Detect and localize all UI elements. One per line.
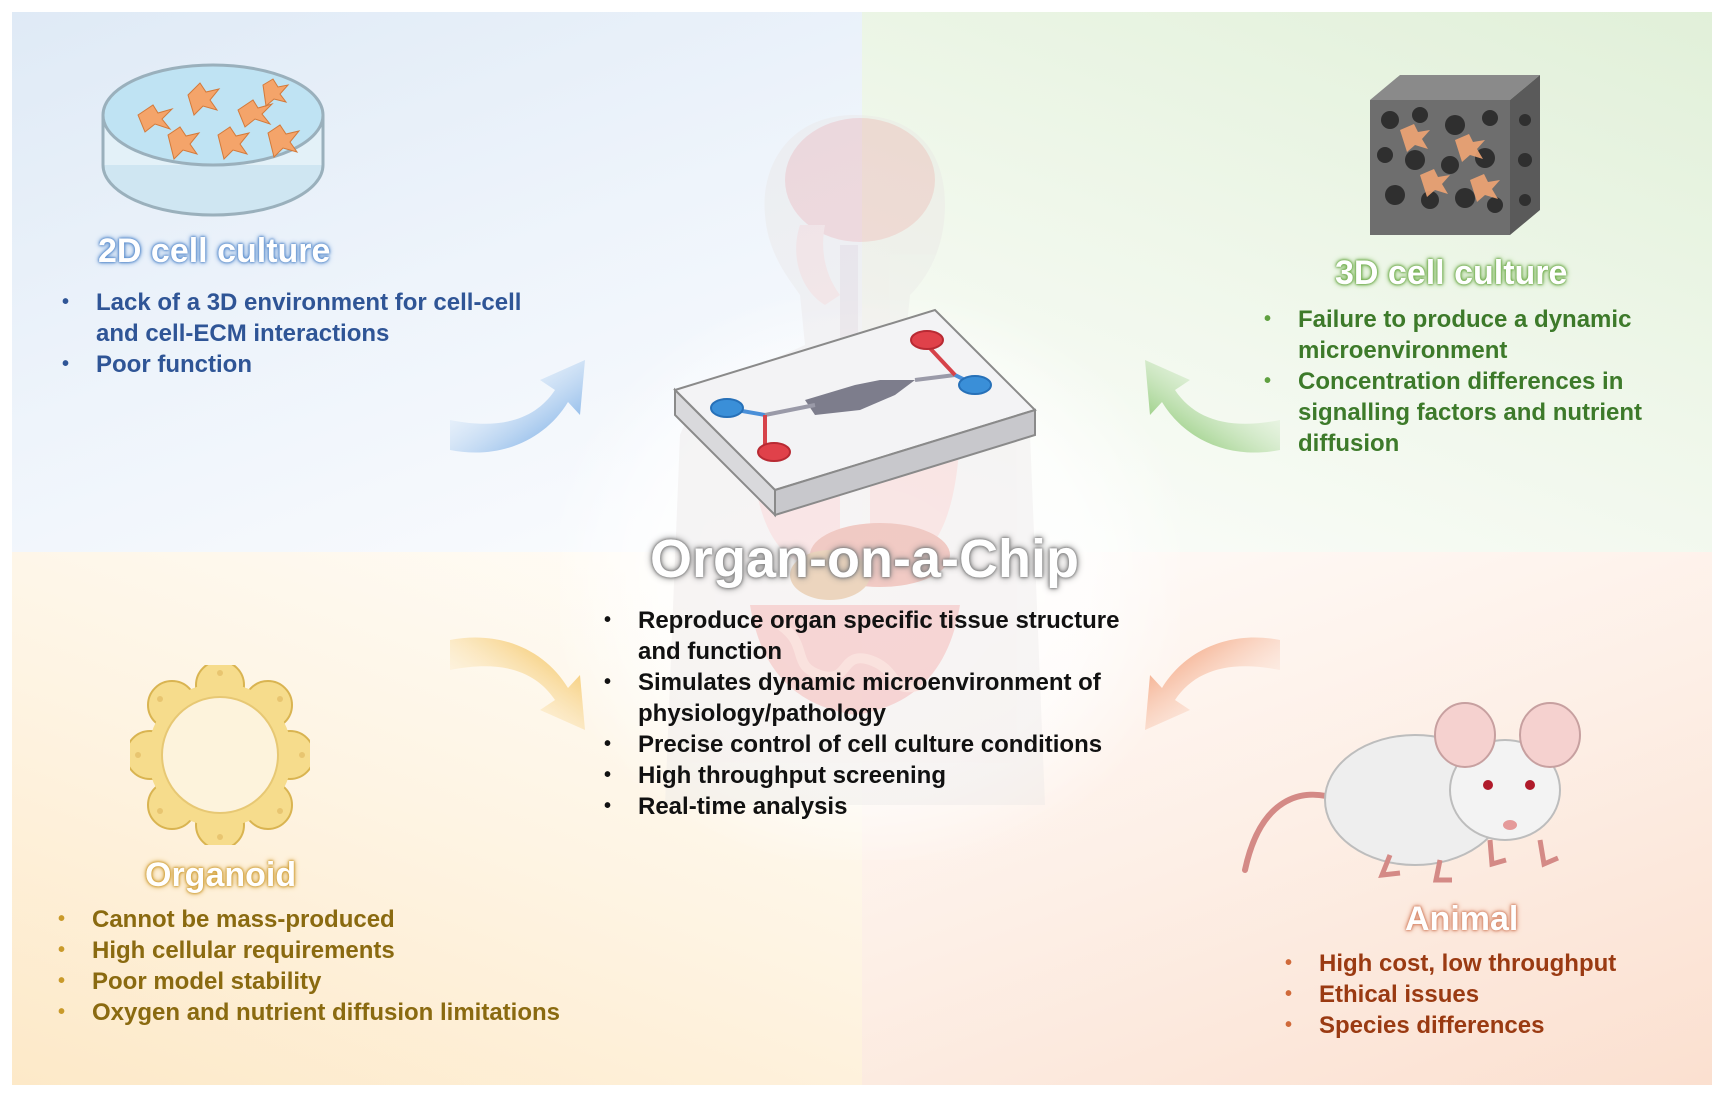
microfluidic-chip-icon xyxy=(673,308,1037,518)
arrow-2d-icon xyxy=(450,360,585,453)
organoid-icon xyxy=(130,665,310,845)
list-item: Precise control of cell culture conditio… xyxy=(602,729,1162,760)
list-item: Failure to produce a dynamic microenviro… xyxy=(1262,304,1682,366)
organoid-limitations-list: Cannot be mass-produced High cellular re… xyxy=(56,904,676,1028)
list-item: Species differences xyxy=(1283,1010,1703,1041)
arrow-animal-icon xyxy=(1145,637,1280,730)
list-item: Poor function xyxy=(60,349,530,380)
arrow-organoid-icon xyxy=(450,637,585,730)
list-item: High cellular requirements xyxy=(56,935,676,966)
organ-on-a-chip-advantages-list: Reproduce organ specific tissue structur… xyxy=(602,605,1162,822)
organoid-title: Organoid xyxy=(145,856,297,894)
list-item: High throughput screening xyxy=(602,760,1162,791)
list-item: Lack of a 3D environment for cell-cell a… xyxy=(60,287,530,349)
cell3d-title: 3D cell culture xyxy=(1335,254,1568,292)
cell2d-limitations-list: Lack of a 3D environment for cell-cell a… xyxy=(60,287,530,380)
list-item: High cost, low throughput xyxy=(1283,948,1703,979)
list-item: Oxygen and nutrient diffusion limitation… xyxy=(56,997,676,1028)
list-item: Cannot be mass-produced xyxy=(56,904,676,935)
list-item: Simulates dynamic microenvironment of ph… xyxy=(602,667,1162,729)
cell3d-limitations-list: Failure to produce a dynamic microenviro… xyxy=(1262,304,1682,459)
arrow-3d-icon xyxy=(1145,360,1280,453)
porous-scaffold-icon xyxy=(1370,75,1540,235)
petri-dish-icon xyxy=(101,63,325,217)
list-item: Concentration differences in signalling … xyxy=(1262,366,1682,459)
organ-on-a-chip-title: Organ-on-a-Chip xyxy=(650,529,1079,589)
cell2d-title: 2D cell culture xyxy=(98,232,331,270)
list-item: Real-time analysis xyxy=(602,791,1162,822)
list-item: Poor model stability xyxy=(56,966,676,997)
list-item: Ethical issues xyxy=(1283,979,1703,1010)
animal-limitations-list: High cost, low throughput Ethical issues… xyxy=(1283,948,1703,1041)
list-item: Reproduce organ specific tissue structur… xyxy=(602,605,1162,667)
animal-title: Animal xyxy=(1405,900,1519,938)
mouse-icon xyxy=(1242,702,1581,883)
